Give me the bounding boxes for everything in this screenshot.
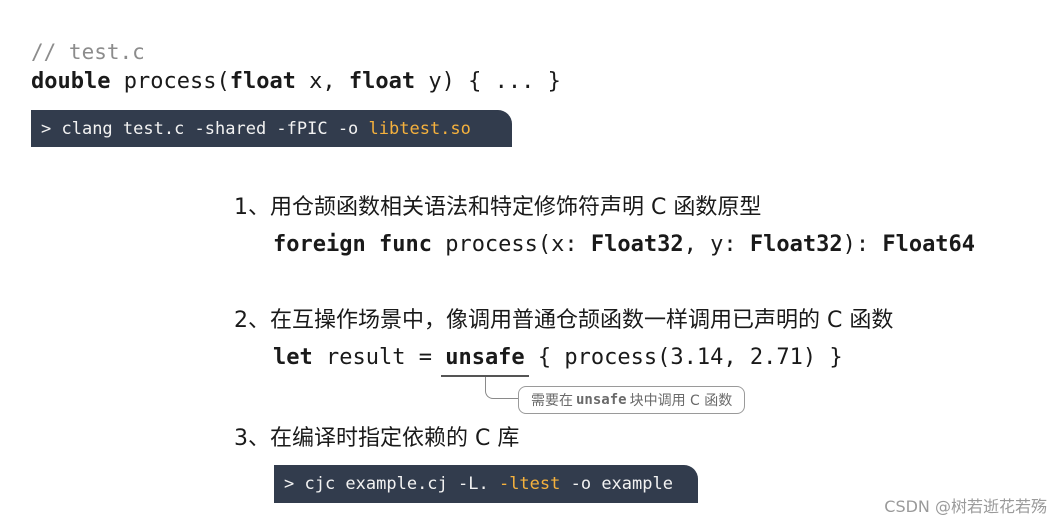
keyword-foreign: foreign [273,232,366,257]
output-file: libtest.so [368,118,471,139]
link-flag: -ltest [498,474,561,494]
step-1-text: 1、用仓颉函数相关语法和特定修饰符声明 C 函数原型 [234,195,762,220]
func-name: process(x: [431,232,591,257]
prompt-icon: > [284,474,295,494]
terminal-clang-command: > clang test.c -shared -fPIC -o libtest.… [31,110,512,147]
fn-name: process( [110,69,230,94]
keyword-func: func [378,232,432,257]
param-sep: , y: [683,232,750,257]
c-function-prototype: double process(float x, float y) { ... } [31,69,561,94]
step-3-text: 3、在编译时指定依赖的 C 库 [234,426,520,451]
keyword-float: float [229,69,296,94]
c-comment: // test.c [31,40,145,64]
command-text: clang test.c -shared -fPIC -o [51,118,369,139]
space [366,232,379,257]
unsafe-call-line: let result = unsafe { process(3.14, 2.71… [273,345,843,370]
foreign-func-declaration: foreign func process(x: Float32, y: Floa… [273,232,975,257]
keyword-double: double [31,69,111,94]
step-2-text: 2、在互操作场景中，像调用普通仓颉函数一样调用已声明的 C 函数 [234,308,894,333]
type-float32: Float32 [749,232,843,257]
command-text: cjc example.cj -L. [294,474,499,494]
terminal-cjc-command: > cjc example.cj -L. -ltest -o example [274,465,698,503]
keyword-float: float [348,69,416,94]
callout-code: unsafe [576,392,627,408]
param-x: x, [295,69,349,94]
callout-connector [485,377,519,399]
callout-pre: 需要在 [531,393,573,409]
type-float32: Float32 [590,232,684,257]
keyword-let: let [273,345,313,370]
unsafe-underline [441,375,529,377]
type-float64: Float64 [882,232,976,257]
param-rest: y) { ... } [415,69,561,94]
prompt-icon: > [41,118,52,139]
assign-text: result = [312,345,446,370]
watermark: CSDN @树若逝花若殇 [884,497,1047,516]
command-tail: -o example [560,474,673,494]
callout-post: 块中调用 C 函数 [629,393,733,409]
return-sep: ): [842,232,883,257]
call-body: { process(3.14, 2.71) } [524,345,843,370]
keyword-unsafe: unsafe [445,345,525,370]
